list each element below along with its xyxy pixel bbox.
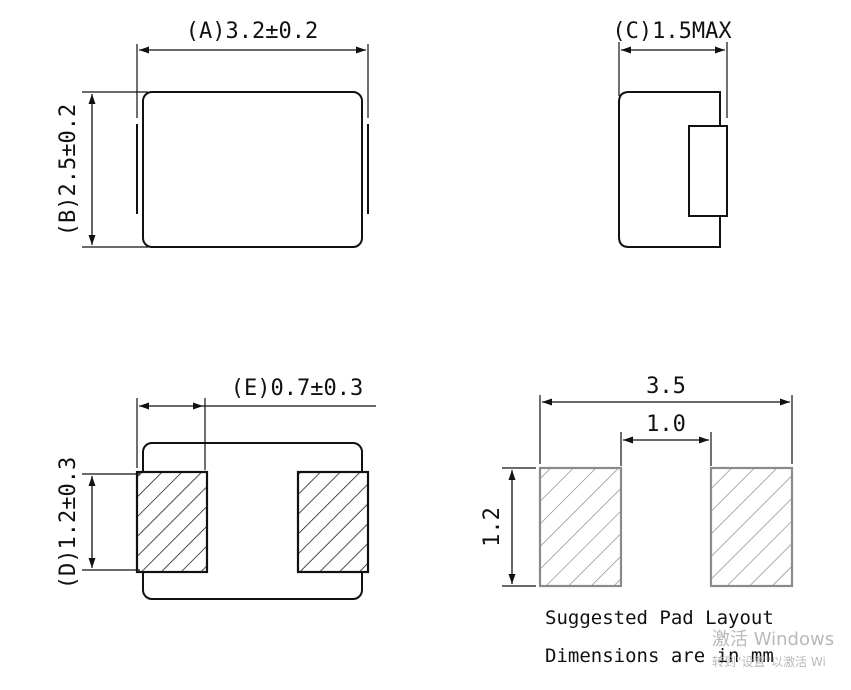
watermark-line2: 转到"设置"以激活 Wi — [712, 654, 826, 669]
pad-gap-label: 1.0 — [646, 412, 686, 437]
units-note: Dimensions are in mm — [545, 645, 774, 667]
top-view: (A)3.2±0.2 (B)2.5±0.2 — [56, 19, 369, 248]
bottom-terminal-left — [135, 470, 209, 574]
dim-d-label: (D)1.2±0.3 — [56, 457, 81, 589]
dim-e-label: (E)0.7±0.3 — [231, 376, 363, 401]
bottom-view: (E)0.7±0.3 (D)1.2±0.3 — [56, 376, 376, 600]
pad-total-width-label: 3.5 — [646, 374, 686, 399]
pad-left — [538, 466, 623, 588]
dim-b-label: (B)2.5±0.2 — [56, 104, 81, 236]
pad-height-label: 1.2 — [480, 507, 505, 547]
pad-layout-title: Suggested Pad Layout — [545, 607, 774, 629]
dim-c-label: (C)1.5MAX — [612, 19, 732, 44]
watermark-line1: 激活 Windows — [712, 629, 834, 650]
side-view: (C)1.5MAX — [612, 19, 732, 248]
dim-a-label: (A)3.2±0.2 — [186, 19, 318, 44]
bottom-terminal-right — [296, 470, 370, 574]
activation-watermark: 激活 Windows 转到"设置"以激活 Wi — [712, 629, 834, 669]
pad-right — [709, 466, 794, 588]
top-body — [142, 91, 363, 248]
side-terminal — [688, 125, 728, 217]
pad-layout: 3.5 1.0 1.2 Suggested Pad Layout Dimensi… — [480, 374, 794, 667]
